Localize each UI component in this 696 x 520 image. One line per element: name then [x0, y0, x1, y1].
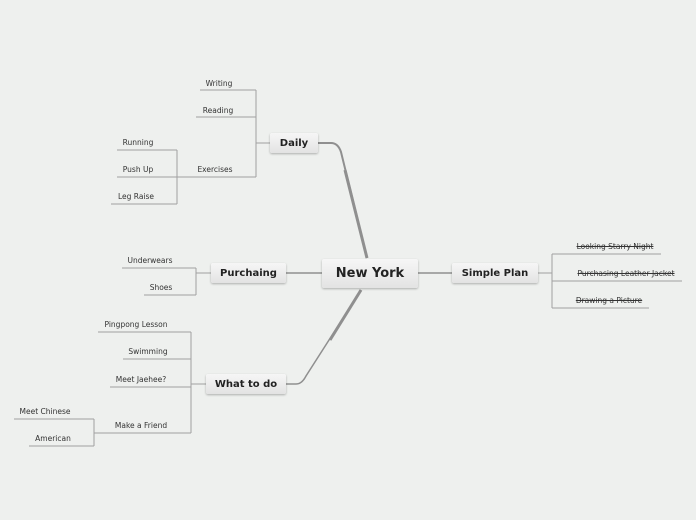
subtopic-shoes[interactable]: Shoes: [149, 283, 173, 292]
daily-subtree-lines: [111, 89, 270, 205]
subtopic-leg-raise[interactable]: Leg Raise: [117, 192, 155, 201]
subtopic-writing[interactable]: Writing: [205, 79, 233, 88]
subtopic-meet-jaehee[interactable]: Meet Jaehee?: [115, 375, 167, 384]
topic-what-to-do[interactable]: What to do: [206, 374, 286, 394]
subtopic-underwears[interactable]: Underwears: [127, 256, 173, 265]
connector-todo-thick: [328, 289, 363, 341]
topic-purchasing[interactable]: Purchaing: [211, 263, 286, 283]
subtopic-push-up[interactable]: Push Up: [122, 165, 154, 174]
subtopic-american[interactable]: American: [35, 434, 71, 443]
subtopic-purchasing-leather-jacket[interactable]: Purchasing Leather Jacket: [577, 269, 675, 278]
plan-subtree-lines: [538, 253, 682, 309]
subtopic-exercises[interactable]: Exercises: [197, 165, 233, 174]
subtopic-meet-chinese[interactable]: Meet Chinese: [19, 407, 71, 416]
central-topic[interactable]: New York: [322, 259, 418, 288]
subtopic-pingpong-lesson[interactable]: Pingpong Lesson: [104, 320, 168, 329]
subtopic-looking-starry-night[interactable]: Looking Starry Night: [576, 242, 654, 251]
subtopic-make-a-friend[interactable]: Make a Friend: [114, 421, 168, 430]
purchasing-subtree-lines: [122, 267, 211, 296]
connector-todo: [286, 289, 362, 385]
topic-simple-plan[interactable]: Simple Plan: [452, 263, 538, 283]
subtopic-swimming[interactable]: Swimming: [128, 347, 168, 356]
subtopic-reading[interactable]: Reading: [202, 106, 234, 115]
connector-daily-thick: [343, 169, 369, 259]
subtopic-drawing-a-picture[interactable]: Drawing a Picture: [575, 296, 643, 305]
subtopic-running[interactable]: Running: [122, 138, 154, 147]
connector-daily: [318, 142, 368, 259]
todo-subtree-lines: [14, 331, 206, 447]
topic-daily[interactable]: Daily: [270, 133, 318, 153]
